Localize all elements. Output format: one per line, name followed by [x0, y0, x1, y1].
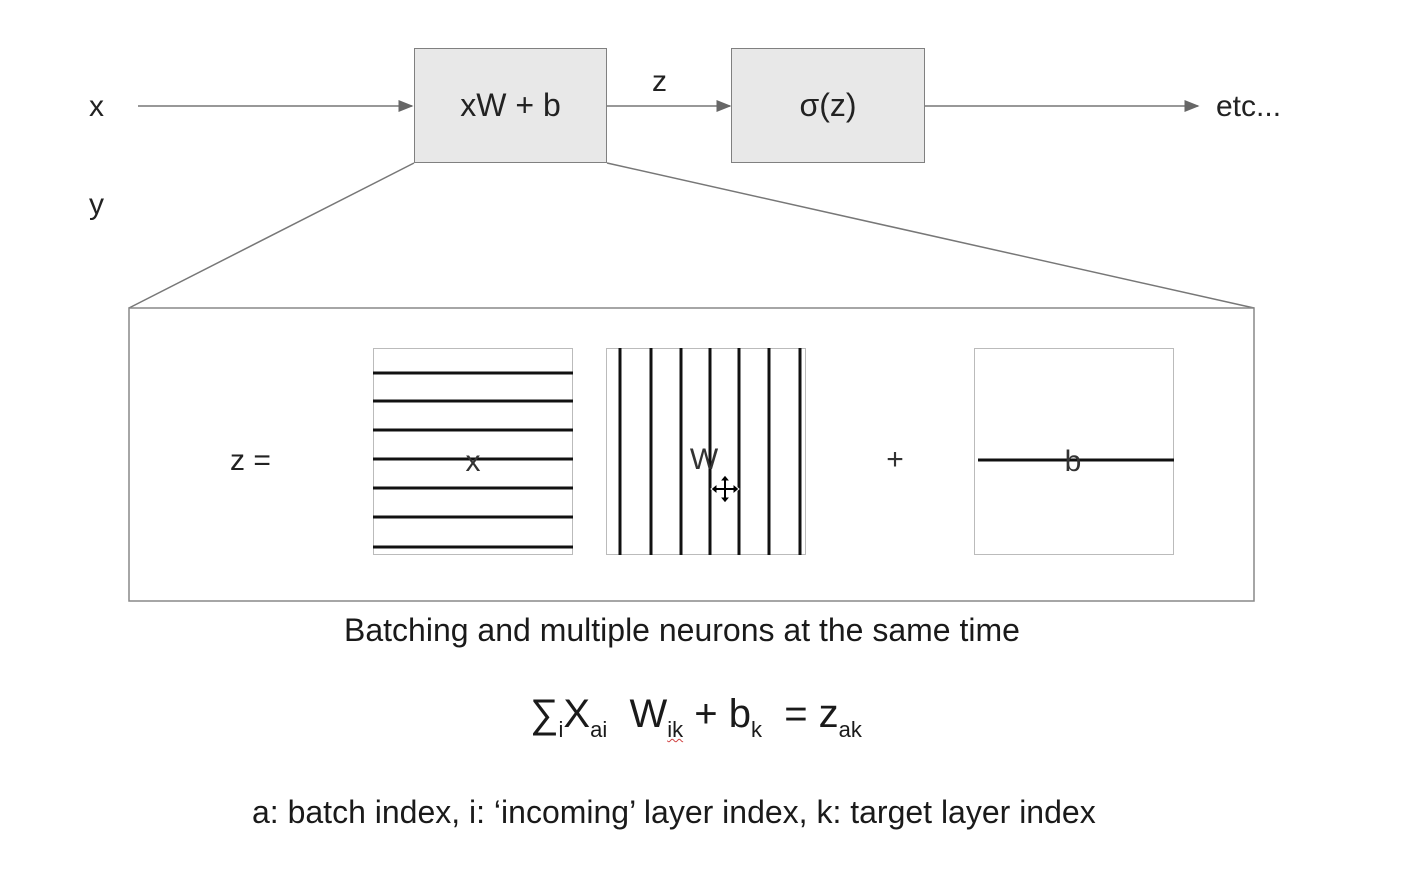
label-y: y — [89, 188, 104, 221]
formula-eq-z: = z — [784, 692, 839, 736]
matrix-x-label: x — [465, 445, 481, 478]
output-label-etc: etc... — [1216, 90, 1282, 123]
formula-w: W — [629, 692, 668, 736]
index-legend: a: batch index, i: ‘incoming’ layer inde… — [252, 794, 1096, 830]
formula-sum-sub: i — [558, 717, 564, 742]
summation-formula: ∑iXai Wik + bk = zak — [530, 692, 862, 742]
move-cursor-icon — [710, 474, 740, 504]
formula-plus-b: + b — [694, 692, 751, 736]
diagram-caption: Batching and multiple neurons at the sam… — [344, 612, 1020, 648]
formula-sum: ∑ — [530, 692, 559, 736]
matrix-b-label: b — [1064, 445, 1082, 478]
zoom-line-left — [128, 162, 415, 309]
input-label-x: x — [89, 90, 104, 123]
matrix-w — [606, 348, 806, 555]
edge-label-z: z — [652, 65, 667, 98]
formula-w-sub: ik — [667, 717, 684, 742]
activation-box: σ(z) — [731, 48, 925, 163]
matrix-w-label: W — [689, 443, 719, 476]
plus-sign: + — [886, 443, 904, 476]
formula-x-sub: ai — [590, 717, 608, 742]
matrix-b — [974, 348, 1174, 555]
formula-x: X — [563, 692, 591, 736]
formula-b-sub: k — [750, 717, 762, 742]
equation-lhs: z = — [230, 444, 271, 477]
formula-z-sub: ak — [838, 717, 862, 742]
matrix-x — [373, 348, 573, 555]
detail-frame — [128, 307, 1255, 602]
zoom-line-right — [606, 162, 1255, 309]
linear-box: xW + b — [414, 48, 607, 163]
